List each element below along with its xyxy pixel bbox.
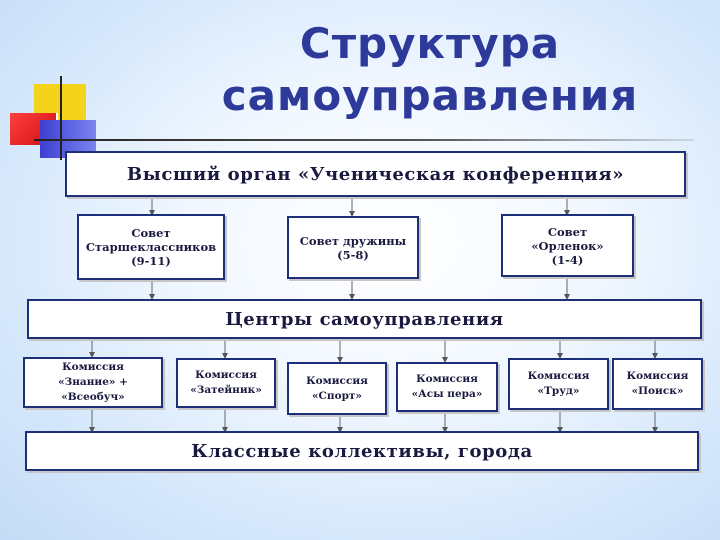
council-label: Совет Старшеклассников (9-11) [85, 226, 217, 268]
bottom-box-label: Классные коллективы, города [191, 440, 533, 462]
council-box-orlenok: Совет «Орленок» (1-4) [501, 214, 634, 277]
council-box-seniors: Совет Старшеклассников (9-11) [77, 214, 225, 280]
commission-box-sport: Комиссия «Спорт» [287, 362, 387, 415]
title-line-1: Структура [299, 19, 561, 68]
title-line-2: самоуправления [221, 71, 639, 120]
centers-box-label: Центры самоуправления [225, 308, 504, 330]
page-title: Структура самоуправления [150, 18, 710, 122]
decor-horizontal-line [34, 139, 694, 141]
commission-label: Комиссия «Поиск» [626, 370, 689, 397]
commission-box-zateinik: Комиссия «Затейник» [176, 358, 276, 408]
commission-label: Комиссия «Труд» [527, 370, 590, 397]
commission-label: Комиссия «Асы пера» [411, 373, 483, 400]
decor-vertical-line [60, 76, 62, 160]
commission-label: Комиссия «Затейник» [190, 369, 262, 396]
commission-box-asy-pera: Комиссия «Асы пера» [396, 362, 498, 412]
commission-box-poisk: Комиссия «Поиск» [612, 358, 703, 410]
bottom-box-class-collectives: Классные коллективы, города [25, 431, 699, 471]
commission-label: Комиссия «Знание» + «Всеобуч» [58, 361, 128, 403]
top-box-label: Высший орган «Ученическая конференция» [126, 163, 625, 185]
commission-label: Комиссия «Спорт» [306, 374, 368, 402]
centers-box: Центры самоуправления [27, 299, 702, 339]
council-box-druzhina: Совет дружины (5-8) [287, 216, 419, 279]
council-label: Совет «Орленок» (1-4) [531, 224, 604, 267]
commission-box-znanie: Комиссия «Знание» + «Всеобуч» [23, 357, 163, 408]
top-box-student-conference: Высший орган «Ученическая конференция» [65, 151, 686, 197]
council-label: Совет дружины (5-8) [299, 233, 407, 262]
commission-box-trud: Комиссия «Труд» [508, 358, 609, 410]
